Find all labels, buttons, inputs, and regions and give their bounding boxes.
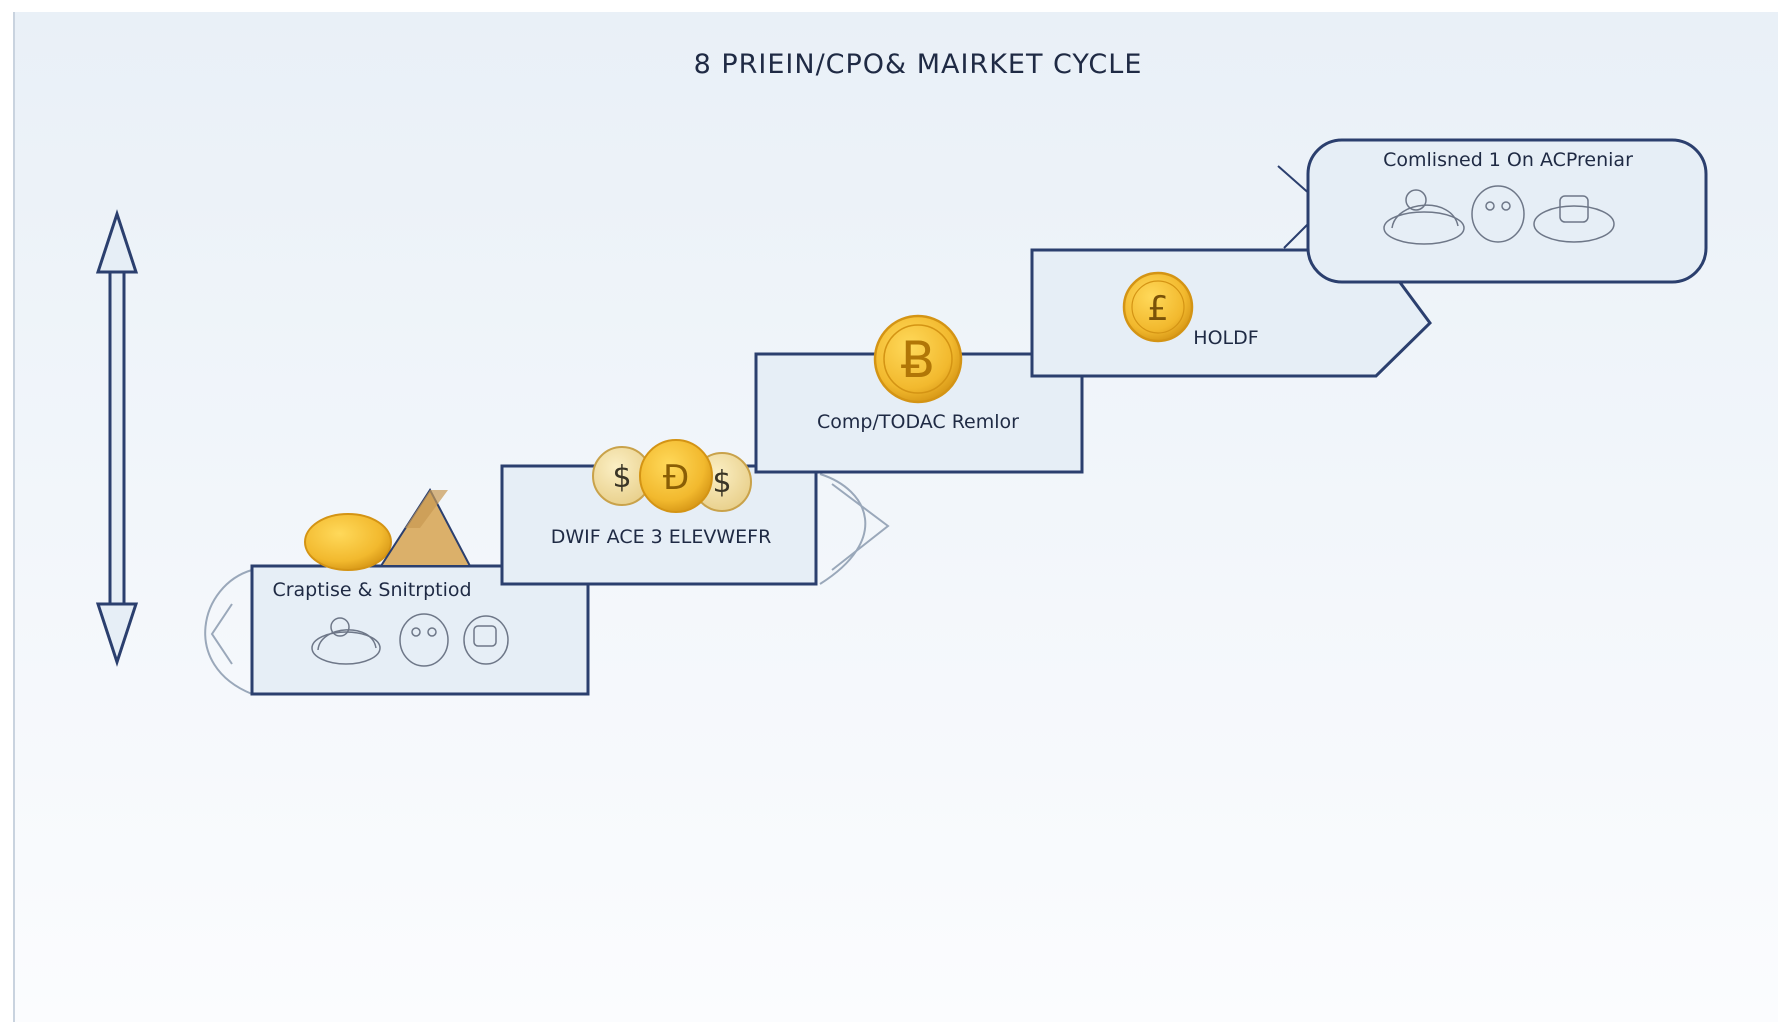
- stage-1-chevron-icon: [210, 603, 233, 665]
- stage-2-chevron-icon: [831, 483, 890, 571]
- stage-5-pointer-line: [1277, 165, 1313, 197]
- stage-2-label: DWIF ACE 3 ELEVWEFR: [551, 526, 772, 548]
- piggy-bank-icons: [1383, 185, 1615, 245]
- piggy-bank-icons: [311, 613, 509, 667]
- stage-3-label: Comp/TODAC Remlor: [817, 411, 1019, 433]
- stage-2-curve-arrow: [819, 473, 867, 585]
- vertical-double-arrow-icon: [95, 209, 139, 667]
- svg-text:$: $: [612, 460, 631, 495]
- pound-coin-icon: £: [1122, 271, 1194, 343]
- svg-text:Ɖ: Ɖ: [663, 458, 689, 498]
- three-coins-icon: $ Ɖ $: [592, 439, 752, 513]
- diagram-title: 8 PRIEIN/CPO& MAIRKET CYCLE: [694, 49, 1143, 80]
- stage-1-curve-arrow: [204, 569, 253, 695]
- gold-coin-icon: [304, 513, 392, 571]
- stage-3: Ƀ Comp/TODAC Remlor: [754, 314, 1084, 474]
- stage-5-bubble: [1306, 138, 1708, 284]
- svg-text:£: £: [1147, 289, 1169, 329]
- stage-5: Comlisned 1 On ACPreniar: [1277, 138, 1708, 284]
- bitcoin-coin-icon: Ƀ: [873, 314, 963, 404]
- stage-1-label: Craptise & Snitrptiod: [272, 579, 471, 601]
- stage-2: $ Ɖ $ DWIF ACE 3 ELEVWEFR: [500, 439, 890, 586]
- svg-text:Ƀ: Ƀ: [901, 331, 935, 389]
- stage-4-label: HOLDF: [1193, 327, 1258, 349]
- stage-5-label: Comlisned 1 On ACPreniar: [1383, 149, 1633, 171]
- stage-1: Craptise & Snitrptiod: [204, 488, 590, 696]
- svg-text:$: $: [712, 465, 731, 500]
